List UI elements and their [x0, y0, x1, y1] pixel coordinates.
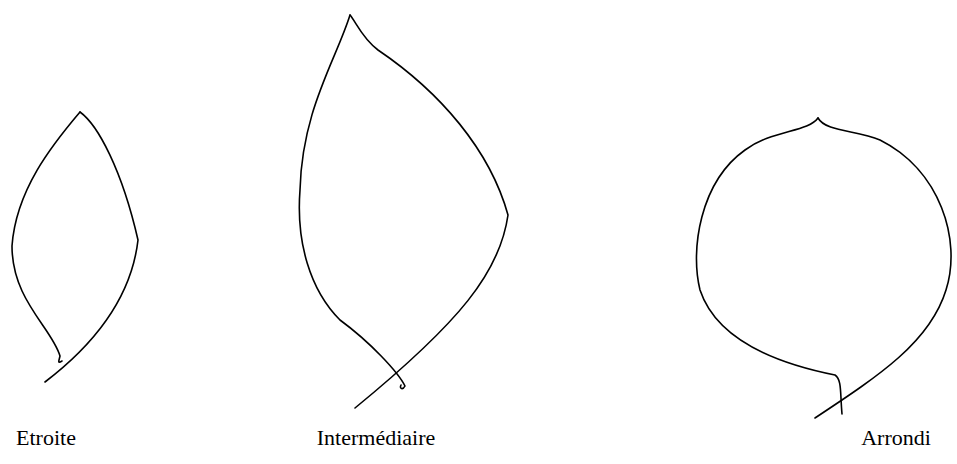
shape-label: Arrondi: [861, 425, 931, 451]
intermediate-leaf: [299, 15, 508, 408]
round-leaf: [696, 118, 951, 418]
shape-label: Etroite: [16, 425, 76, 451]
narrow-leaf: [12, 112, 138, 382]
shape-label: Intermédiaire: [317, 425, 436, 451]
